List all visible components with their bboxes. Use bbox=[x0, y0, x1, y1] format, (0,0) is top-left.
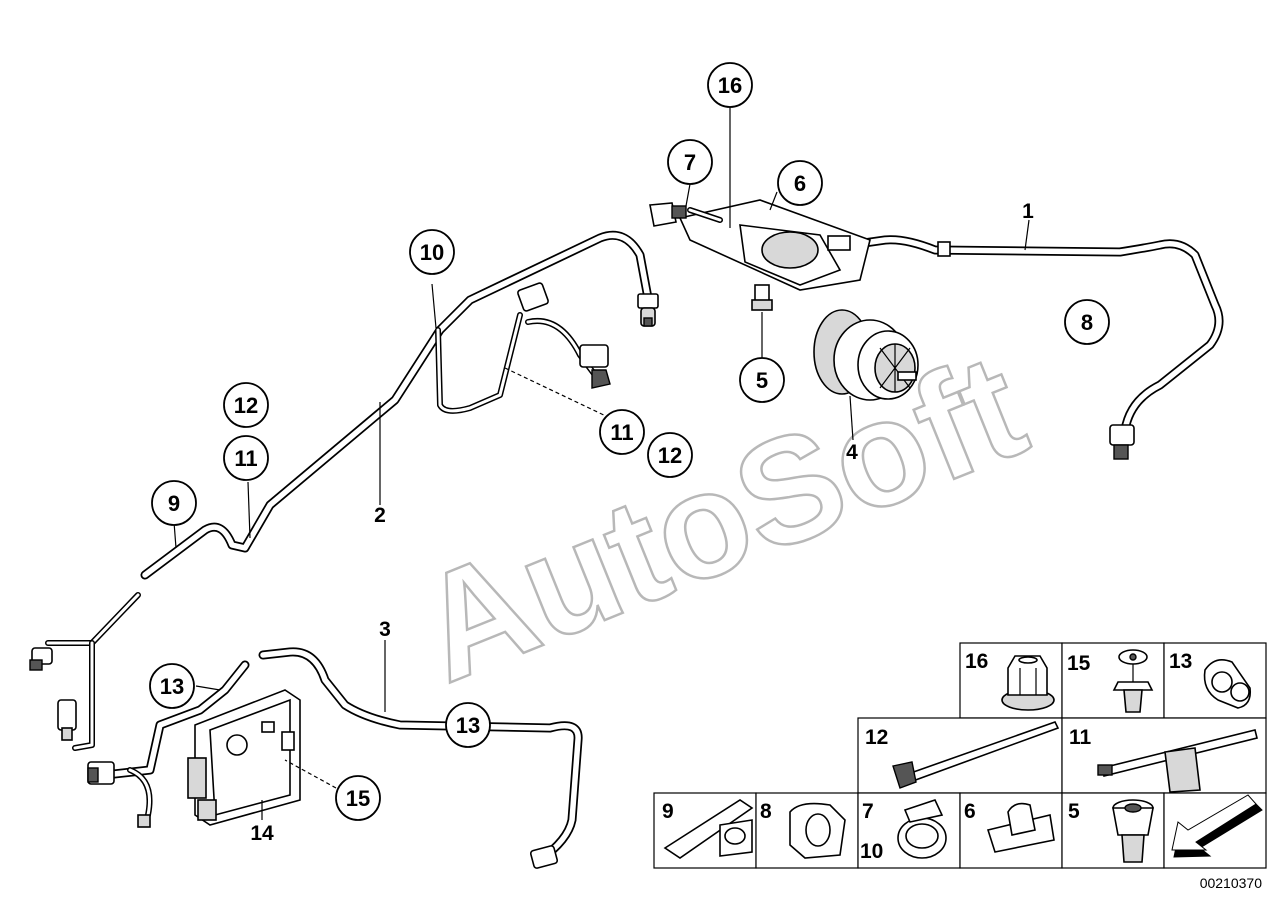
legend-label-8: 8 bbox=[760, 800, 772, 823]
module-14 bbox=[187, 689, 301, 826]
label-part-2: 2 bbox=[374, 504, 386, 527]
legend-label-12: 12 bbox=[865, 726, 888, 749]
legend-label-15: 15 bbox=[1067, 652, 1091, 675]
clip-9-icon bbox=[663, 799, 754, 859]
svg-text:16: 16 bbox=[718, 73, 742, 98]
watermark-text: AutoSoft bbox=[396, 321, 1046, 714]
svg-text:12: 12 bbox=[658, 443, 682, 468]
cable-tie-holder-icon bbox=[1097, 729, 1258, 793]
hose-clamp-icon bbox=[897, 799, 947, 859]
nut-icon bbox=[1001, 655, 1055, 711]
cable-tie-icon bbox=[892, 721, 1060, 789]
connector-upper bbox=[517, 282, 549, 312]
callout-7: 7 bbox=[667, 139, 713, 185]
svg-text:13: 13 bbox=[160, 674, 184, 699]
legend-label-10: 10 bbox=[860, 840, 883, 863]
legend-label-6: 6 bbox=[964, 800, 976, 823]
line-9-branch bbox=[29, 592, 141, 751]
holder-8-icon bbox=[789, 802, 846, 859]
svg-text:11: 11 bbox=[610, 420, 633, 445]
rivet-icon bbox=[1112, 649, 1154, 713]
svg-text:5: 5 bbox=[756, 368, 768, 393]
valve-assembly bbox=[649, 199, 871, 311]
sensor-plug bbox=[637, 293, 659, 309]
svg-text:6: 6 bbox=[794, 171, 806, 196]
label-part-14: 14 bbox=[250, 822, 274, 845]
svg-text:10: 10 bbox=[420, 240, 444, 265]
svg-text:9: 9 bbox=[168, 491, 180, 516]
legend-label-16: 16 bbox=[965, 650, 988, 673]
svg-text:12: 12 bbox=[234, 393, 258, 418]
callout-13-right: 13 bbox=[445, 702, 491, 748]
clip-6-icon bbox=[986, 802, 1055, 853]
diagram-reference-number: 00210370 bbox=[1200, 875, 1263, 891]
clip-13-icon bbox=[1203, 659, 1252, 709]
callout-5: 5 bbox=[739, 357, 785, 403]
damper-4 bbox=[813, 309, 919, 401]
leader-lines bbox=[173, 107, 1030, 820]
svg-text:15: 15 bbox=[346, 786, 370, 811]
callout-8: 8 bbox=[1064, 299, 1110, 345]
legend-label-5: 5 bbox=[1068, 800, 1080, 823]
callout-16: 16 bbox=[707, 62, 753, 108]
label-part-3: 3 bbox=[379, 618, 391, 641]
callout-12-upper: 12 bbox=[223, 382, 269, 428]
legend-label-7: 7 bbox=[862, 800, 874, 823]
label-part-4: 4 bbox=[846, 441, 858, 464]
connector-right bbox=[579, 344, 609, 368]
svg-text:13: 13 bbox=[456, 713, 480, 738]
callout-11-middle: 11 bbox=[599, 409, 645, 455]
callout-13-left: 13 bbox=[149, 663, 195, 709]
arrow-icon bbox=[1171, 794, 1263, 858]
legend-grid: 16 15 13 12 11 9 8 7 10 6 5 bbox=[653, 642, 1267, 869]
legend-label-13: 13 bbox=[1169, 650, 1192, 673]
callout-6: 6 bbox=[777, 160, 823, 206]
line-assembly-3 bbox=[87, 647, 583, 869]
svg-text:7: 7 bbox=[684, 150, 696, 175]
line-assembly-2 bbox=[140, 230, 659, 580]
callout-15: 15 bbox=[335, 775, 381, 821]
callout-11-upper: 11 bbox=[223, 435, 269, 481]
svg-text:11: 11 bbox=[234, 446, 257, 471]
callout-12-middle: 12 bbox=[647, 432, 693, 478]
svg-text:8: 8 bbox=[1081, 310, 1093, 335]
callout-9: 9 bbox=[151, 480, 197, 526]
line-assembly-1 bbox=[845, 235, 1224, 460]
label-part-1: 1 bbox=[1022, 200, 1034, 223]
legend-label-9: 9 bbox=[662, 800, 674, 823]
grommet-icon bbox=[1112, 799, 1154, 863]
legend-label-11: 11 bbox=[1069, 726, 1092, 749]
callout-10: 10 bbox=[409, 229, 455, 275]
